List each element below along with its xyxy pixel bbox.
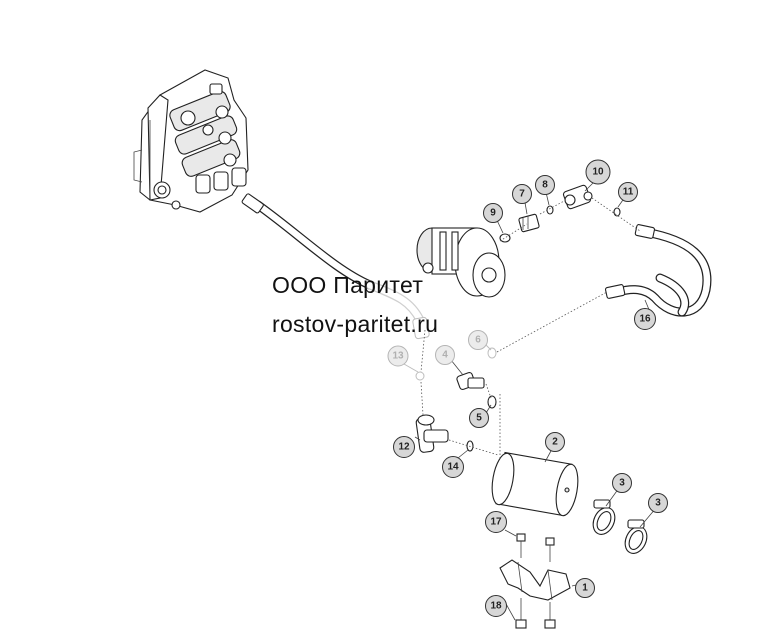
callout-5: 5 [469, 408, 489, 428]
fitting-7 [518, 213, 540, 233]
filter-canister [491, 451, 579, 517]
o-ring-9 [499, 233, 511, 243]
svg-text:3: 3 [619, 478, 625, 489]
svg-text:17: 17 [490, 517, 502, 528]
callout-1: 1 [575, 578, 595, 598]
callout-9: 9 [483, 203, 503, 223]
svg-text:4: 4 [442, 350, 448, 361]
bolt-18-right [544, 602, 556, 629]
o-ring-8 [546, 205, 554, 215]
hose-left [241, 193, 430, 340]
svg-text:11: 11 [623, 187, 634, 198]
svg-text:13: 13 [392, 351, 404, 362]
assembly-lines [420, 197, 641, 460]
watermark-company-name: ООО Паритет [272, 272, 424, 298]
bolt-17-left [516, 533, 526, 558]
callout-2: 2 [545, 432, 565, 452]
svg-text:14: 14 [447, 462, 459, 473]
svg-text:6: 6 [475, 335, 481, 346]
o-ring-14 [466, 440, 474, 452]
svg-text:1: 1 [582, 583, 588, 594]
svg-text:8: 8 [542, 180, 548, 191]
svg-text:5: 5 [476, 413, 482, 424]
callout-11: 11 [618, 182, 638, 202]
svg-text:10: 10 [592, 167, 604, 178]
watermark-website: rostov-paritet.ru [272, 311, 439, 337]
svg-text:16: 16 [639, 314, 651, 325]
o-ring-6 [487, 347, 497, 359]
bolt-18-left [515, 598, 527, 629]
o-ring-5 [487, 395, 497, 409]
svg-text:12: 12 [398, 442, 410, 453]
o-ring-11 [613, 207, 621, 217]
svg-text:3: 3 [655, 498, 661, 509]
elbow-fitting-12 [415, 414, 449, 453]
callout-13: 13 [387, 345, 409, 367]
callout-3-lower: 3 [648, 493, 668, 513]
elbow-fitting-4 [456, 371, 485, 391]
callout-10: 10 [585, 159, 611, 185]
fitting-10 [562, 184, 593, 210]
callout-12: 12 [393, 436, 415, 458]
callout-8: 8 [535, 175, 555, 195]
callout-17: 17 [485, 511, 507, 533]
callout-4: 4 [435, 345, 455, 365]
callout-16: 16 [634, 308, 656, 330]
callout-6: 6 [468, 330, 488, 350]
svg-text:2: 2 [552, 437, 558, 448]
callout-18: 18 [485, 595, 507, 617]
mounting-bracket [499, 559, 571, 601]
hose-16 [604, 224, 712, 317]
svg-text:9: 9 [490, 208, 496, 219]
pump [416, 227, 506, 298]
bolt-17-right [545, 537, 555, 562]
hose-clamp-lower [624, 519, 648, 554]
svg-text:18: 18 [490, 601, 502, 612]
svg-text:7: 7 [519, 189, 525, 200]
valve-block [133, 69, 249, 213]
callout-14: 14 [442, 456, 464, 478]
callout-3-upper: 3 [612, 473, 632, 493]
callout-7: 7 [512, 184, 532, 204]
o-ring-13 [415, 371, 425, 381]
hose-clamp-upper [592, 499, 616, 535]
